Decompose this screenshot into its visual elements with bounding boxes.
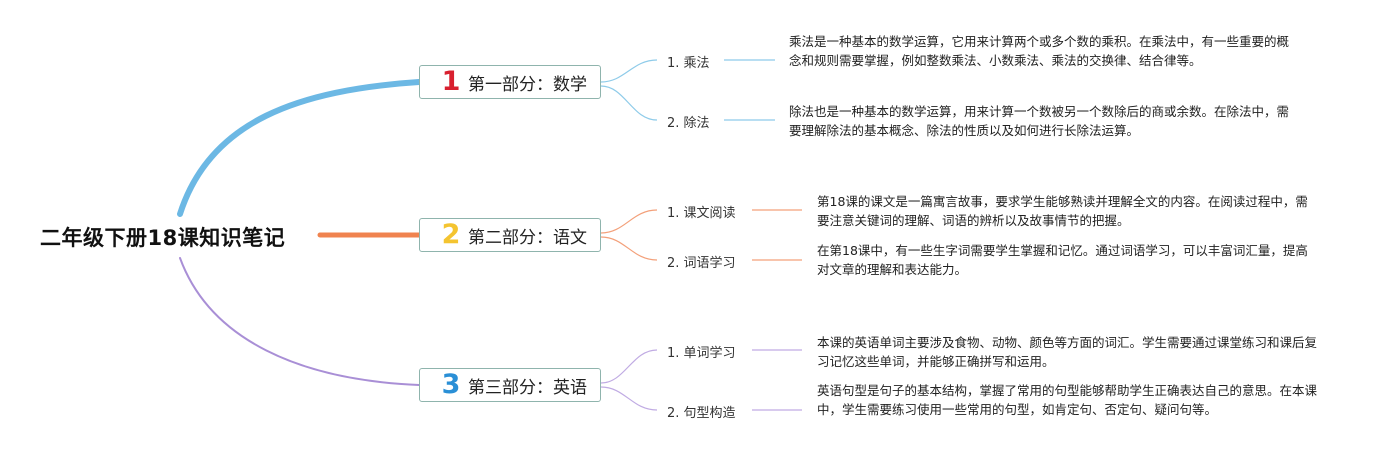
section-label-chinese: 第二部分：语文 (468, 227, 587, 248)
section-label-math: 第一部分：数学 (468, 74, 587, 95)
topic-sentence-patterns[interactable]: 2. 句型构造 (667, 406, 736, 421)
desc-word-learning: 本课的英语单词主要涉及食物、动物、颜色等方面的词汇。学生需要通过课堂练习和课后复… (817, 335, 1318, 369)
mindmap-root-title: 二年级下册18课知识笔记 (40, 226, 286, 250)
desc-text-reading: 第18课的课文是一篇寓言故事，要求学生能够熟读并理解全文的内容。在阅读过程中，需… (817, 194, 1308, 228)
topic-word-learning[interactable]: 1. 单词学习 (667, 346, 736, 361)
section-math[interactable]: 1 第一部分：数学 (419, 65, 601, 99)
section-english[interactable]: 3 第三部分：英语 (419, 368, 601, 402)
section-chinese[interactable]: 2 第二部分：语文 (419, 218, 601, 252)
branch-english (179, 257, 420, 386)
desc-multiplication: 乘法是一种基本的数学运算，它用来计算两个或多个数的乘积。在乘法中，有一些重要的概… (789, 34, 1290, 68)
branch-english-topic-2 (600, 386, 658, 411)
branch-chinese-topic-2 (600, 236, 658, 261)
branch-math-topic-1 (600, 59, 658, 83)
section-number-1: 1 (441, 66, 461, 97)
branch-math-topic-2 (600, 85, 658, 121)
topic-multiplication[interactable]: 1. 乘法 (667, 56, 710, 71)
section-number-2: 2 (441, 219, 461, 250)
branch-chinese-topic-1 (600, 209, 658, 234)
section-number-3: 3 (441, 369, 461, 400)
topic-text-reading[interactable]: 1. 课文阅读 (667, 206, 736, 221)
topic-vocabulary[interactable]: 2. 词语学习 (667, 256, 736, 271)
topic-division[interactable]: 2. 除法 (667, 116, 710, 131)
branch-math (177, 79, 422, 217)
desc-division: 除法也是一种基本的数学运算，用来计算一个数被另一个数除后的商或余数。在除法中，需… (789, 104, 1290, 138)
branch-english-topic-1 (600, 349, 658, 384)
desc-sentence-patterns: 英语句型是句子的基本结构，掌握了常用的句型能够帮助学生正确表达自己的意思。在本课… (817, 383, 1318, 417)
desc-vocabulary: 在第18课中，有一些生字词需要学生掌握和记忆。通过词语学习，可以丰富词汇量，提高… (817, 243, 1308, 277)
section-label-english: 第三部分：英语 (468, 377, 587, 398)
